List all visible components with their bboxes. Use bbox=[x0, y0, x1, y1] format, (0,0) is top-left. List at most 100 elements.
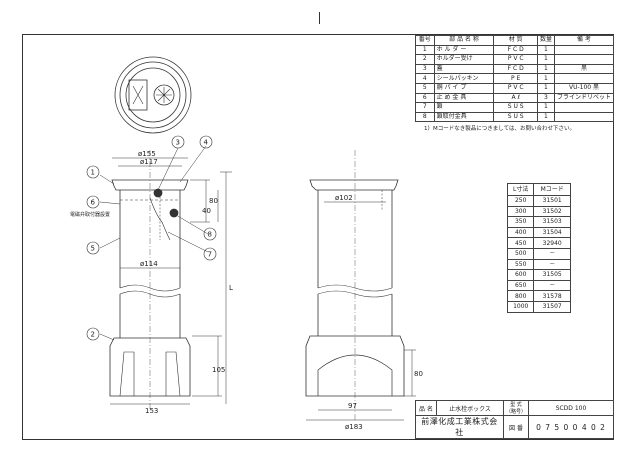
cell bbox=[553, 111, 615, 123]
top-view bbox=[114, 56, 192, 134]
dim-d102: ø102 bbox=[335, 194, 353, 202]
cell: F C D bbox=[493, 44, 538, 56]
cell: 5 bbox=[415, 82, 435, 94]
cell: S U S bbox=[493, 111, 538, 123]
cell: ブラインドリベット bbox=[553, 92, 615, 104]
cell: 31501 bbox=[533, 195, 571, 207]
drawing-frame bbox=[22, 34, 614, 440]
cell: 32940 bbox=[533, 237, 571, 249]
cell: 鎖 bbox=[433, 102, 495, 113]
dim-h80-top: 80 bbox=[209, 197, 218, 205]
dim-h80-base: 80 bbox=[414, 370, 423, 378]
cell bbox=[553, 54, 615, 65]
cell: － bbox=[533, 258, 571, 271]
cell: P E bbox=[493, 73, 538, 84]
parts-note: 1）Mコードなき製品につきましては、お問い合わせ下さい。 bbox=[424, 126, 575, 132]
cell: 3 bbox=[536, 92, 555, 104]
dim-d155: ø155 bbox=[138, 150, 156, 158]
name-label: 品 名 bbox=[415, 400, 437, 416]
dim-h105: 105 bbox=[212, 366, 225, 374]
cell: 1 bbox=[536, 111, 555, 123]
dim-d117: ø117 bbox=[140, 158, 158, 166]
cell: 蓋 bbox=[433, 63, 495, 75]
parts-header: 部 品 名 称 bbox=[433, 35, 495, 46]
model-label: 型 式（略号） bbox=[503, 400, 529, 416]
title-block: 品 名 止水栓ボックス 型 式（略号） SCDD 100 前澤化成工業株式会社 … bbox=[415, 400, 614, 439]
cell: 止 め 金 具 bbox=[433, 92, 495, 104]
cell: P V C bbox=[493, 82, 538, 94]
callout-5: 5 bbox=[91, 245, 95, 253]
mcode-header-row: L寸法 Mコード bbox=[506, 183, 571, 196]
mcode-header: L寸法 bbox=[506, 183, 535, 196]
cell: 1 bbox=[536, 102, 555, 113]
callout-2: 2 bbox=[91, 331, 95, 339]
drawing-number: 0 7 5 0 0 4 0 2 bbox=[528, 415, 614, 439]
cell: 31502 bbox=[533, 205, 571, 218]
cell: 鎖取付金具 bbox=[433, 111, 495, 123]
cell: VU-100 黒 bbox=[553, 82, 615, 94]
cell: 31507 bbox=[533, 300, 571, 313]
name-value: 止水栓ボックス bbox=[436, 400, 504, 416]
side-view bbox=[305, 150, 416, 421]
title-row: 品 名 止水栓ボックス 型 式（略号） SCDD 100 bbox=[415, 400, 614, 416]
dim-h40: 40 bbox=[202, 207, 211, 215]
cell: 650 bbox=[506, 279, 535, 292]
cell: ホルダー受け bbox=[433, 54, 495, 65]
cell: A ℓ bbox=[493, 92, 538, 104]
cell bbox=[553, 102, 615, 113]
model-value: SCDD 100 bbox=[528, 400, 614, 416]
cell: 6 bbox=[415, 92, 435, 104]
front-view bbox=[99, 145, 232, 410]
company-name: 前澤化成工業株式会社 bbox=[415, 415, 504, 439]
callout-markers bbox=[86, 135, 217, 341]
cell bbox=[553, 44, 615, 56]
parts-header: 数量 bbox=[536, 35, 555, 46]
cell: P V C bbox=[493, 54, 538, 65]
cell: 1 bbox=[536, 63, 555, 75]
callout-1: 1 bbox=[91, 169, 95, 177]
side-note: 電磁弁取付器設置 bbox=[70, 212, 111, 218]
parts-header: 備 考 bbox=[553, 35, 615, 46]
cell: 350 bbox=[506, 216, 535, 228]
dim-d114: ø114 bbox=[140, 260, 158, 268]
cell: 1 bbox=[536, 44, 555, 56]
cell: 3 bbox=[415, 63, 435, 75]
cell: 4 bbox=[415, 73, 435, 84]
callout-6: 6 bbox=[91, 199, 96, 207]
cell: － bbox=[533, 247, 571, 260]
cell bbox=[553, 73, 615, 84]
cell: 550 bbox=[506, 258, 535, 271]
cell: 250 bbox=[506, 195, 535, 207]
cell: S U S bbox=[493, 102, 538, 113]
dim-d183: ø183 bbox=[345, 423, 363, 431]
cell: 8 bbox=[415, 111, 435, 123]
dim-w153: 153 bbox=[145, 407, 158, 415]
mcode-header: Mコード bbox=[533, 183, 571, 196]
callout-8: 8 bbox=[208, 231, 212, 239]
cell: 400 bbox=[506, 226, 535, 239]
cell: 胴 パ イ プ bbox=[433, 82, 495, 94]
cell: 黒 bbox=[553, 63, 615, 75]
parts-header: 番号 bbox=[415, 35, 435, 46]
cell: 800 bbox=[506, 290, 535, 302]
cell: シールパッキン bbox=[433, 73, 495, 84]
callout-4: 4 bbox=[204, 139, 209, 147]
dim-length: L bbox=[229, 284, 233, 292]
cell: 31503 bbox=[533, 216, 571, 228]
callout-3: 3 bbox=[176, 139, 180, 147]
cell: 600 bbox=[506, 269, 535, 281]
